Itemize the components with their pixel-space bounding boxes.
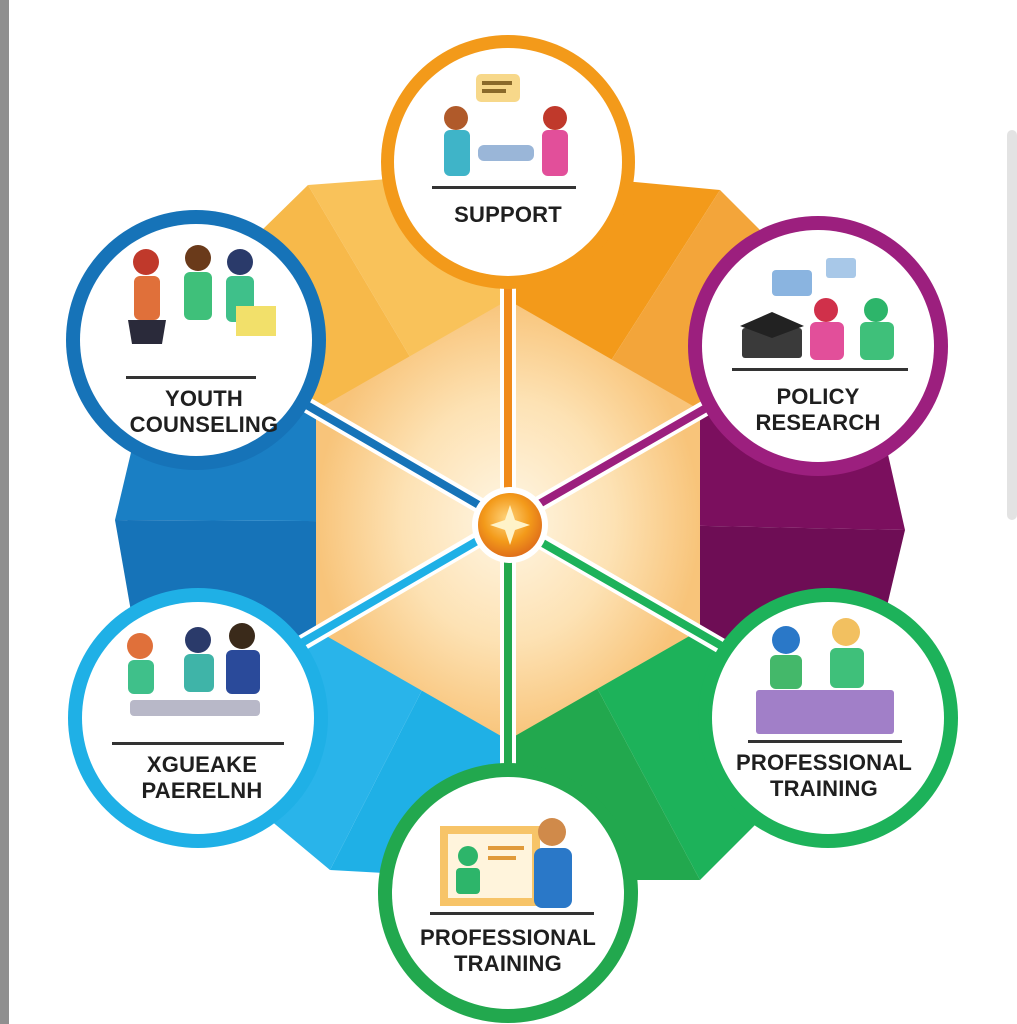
left-frame-edge <box>0 0 9 1024</box>
colored-spoke-training-right <box>516 526 724 649</box>
node-professional-training-right[interactable] <box>698 588 958 848</box>
group-meeting-icon <box>112 623 284 745</box>
professional-training-bottom-label-line-2: TRAINING <box>454 951 562 976</box>
youth-counseling-label-line-1: YOUTH <box>165 386 243 411</box>
professional-training-bottom-label-line-1: PROFESSIONAL <box>420 925 596 950</box>
scrollbar[interactable] <box>1007 130 1017 520</box>
node-youth-counseling[interactable] <box>66 210 326 470</box>
colored-spokes <box>294 276 724 794</box>
support-label: SUPPORT <box>408 202 608 228</box>
policy-research-label: POLICY RESEARCH <box>718 384 918 436</box>
youth-counseling-label: YOUTH COUNSELING <box>104 386 304 438</box>
colored-spoke-policy <box>516 396 724 519</box>
node-policy-research[interactable] <box>688 216 948 476</box>
policy-research-icon <box>732 258 908 371</box>
professional-training-right-label: PROFESSIONAL TRAINING <box>724 750 924 802</box>
partner-network-label: XGUEAKE PAERELNH <box>102 752 302 804</box>
policy-research-label-line-2: RESEARCH <box>755 410 881 435</box>
star-hub-icon <box>490 505 530 545</box>
partner-network-label-line-1: XGUEAKE <box>146 752 258 777</box>
professional-training-bottom-label: PROFESSIONAL TRAINING <box>408 925 608 977</box>
node-partner-network[interactable] <box>68 588 328 848</box>
policy-research-label-line-1: POLICY <box>776 384 860 409</box>
professional-training-right-label-line-2: TRAINING <box>770 776 878 801</box>
presentation-icon <box>430 818 594 915</box>
training-workshop-icon <box>748 618 902 743</box>
colored-spoke-partner <box>294 526 500 649</box>
support-label-line: SUPPORT <box>454 202 562 227</box>
node-support[interactable] <box>381 35 635 289</box>
node-professional-training-bottom[interactable] <box>378 763 638 1023</box>
colored-spoke-youth <box>294 396 500 519</box>
peer-support-icon <box>432 74 576 189</box>
youth-group-icon <box>126 245 276 379</box>
professional-training-right-label-line-1: PROFESSIONAL <box>736 750 912 775</box>
partner-network-label-line-2: PAERELNH <box>141 778 263 803</box>
youth-counseling-label-line-2: COUNSELING <box>129 412 279 437</box>
